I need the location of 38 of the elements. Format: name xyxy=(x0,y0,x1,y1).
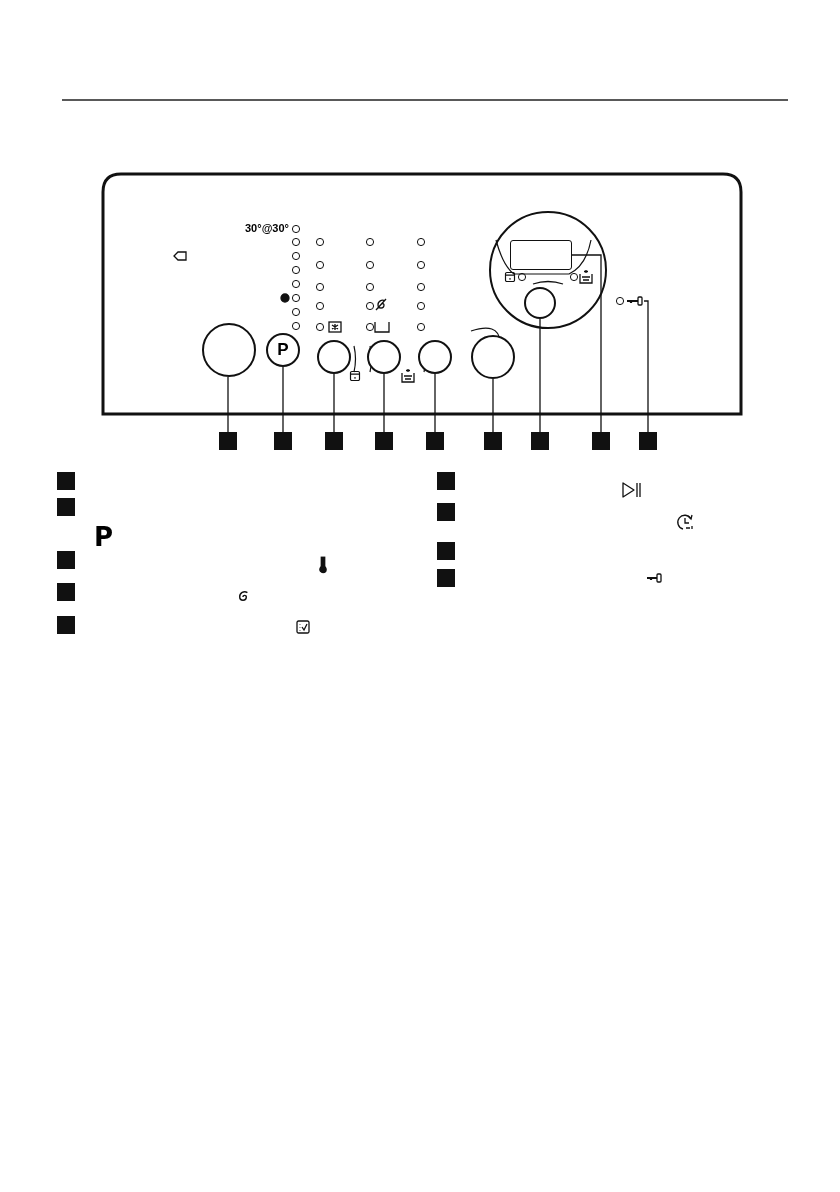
callout-marker xyxy=(592,432,610,450)
options-button xyxy=(418,340,452,374)
leader-line xyxy=(571,254,602,433)
callout-marker xyxy=(57,583,75,601)
callout-marker xyxy=(639,432,657,450)
mode-label: 30°@30° xyxy=(244,222,289,234)
leader-line xyxy=(492,378,494,433)
callout-marker xyxy=(484,432,502,450)
display-window xyxy=(510,240,572,270)
program-letter: P xyxy=(94,522,115,552)
callout-marker xyxy=(437,542,455,560)
start-pause-button xyxy=(471,335,515,379)
program-button: P xyxy=(266,333,300,367)
leader-line xyxy=(227,376,229,433)
callout-marker xyxy=(375,432,393,450)
callout-marker xyxy=(219,432,237,450)
leader-line xyxy=(282,366,284,433)
leader-line xyxy=(383,373,385,433)
delay-button xyxy=(524,287,556,319)
leader-line xyxy=(539,318,541,433)
leader-line xyxy=(643,300,649,433)
callout-marker xyxy=(57,551,75,569)
lock-indicator xyxy=(626,295,644,307)
callout-marker xyxy=(57,498,75,516)
callout-marker xyxy=(437,569,455,587)
callout-marker xyxy=(437,472,455,490)
selector-knob xyxy=(202,323,256,377)
callout-marker xyxy=(325,432,343,450)
callout-marker xyxy=(426,432,444,450)
callout-marker xyxy=(57,472,75,490)
leader-line xyxy=(434,373,436,433)
callout-marker xyxy=(531,432,549,450)
leader-line xyxy=(333,373,335,433)
callout-marker xyxy=(437,503,455,521)
spin-button xyxy=(367,340,401,374)
callout-marker xyxy=(274,432,292,450)
callout-marker xyxy=(57,616,75,634)
temperature-button xyxy=(317,340,351,374)
